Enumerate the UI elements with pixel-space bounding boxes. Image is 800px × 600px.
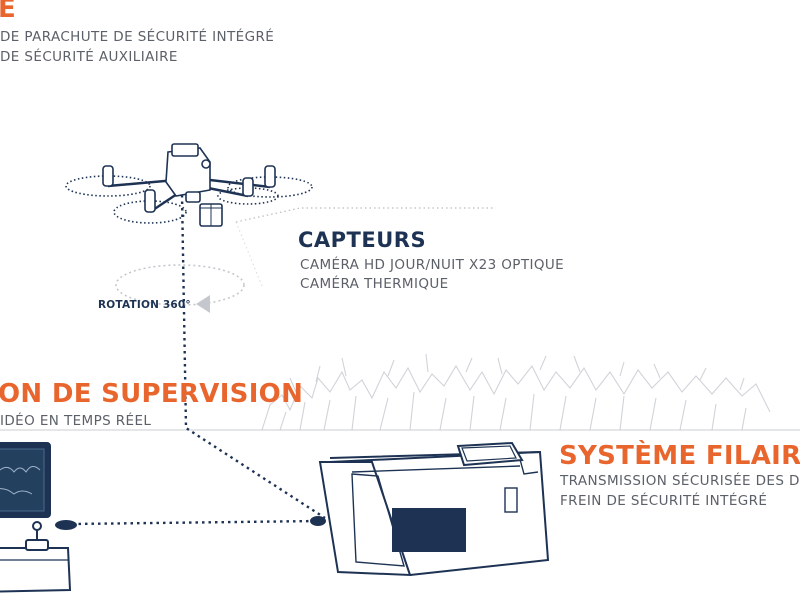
wired-line-transmission: TRANSMISSION SÉCURISÉE DES D — [560, 473, 800, 489]
connector-dot — [310, 516, 326, 526]
crowd-silhouette — [261, 353, 771, 431]
security-line-parachute: DE PARACHUTE DE SÉCURITÉ INTÉGRÉ — [0, 29, 275, 45]
supervision-line-video: IDÉO EN TEMPS RÉEL — [0, 413, 152, 429]
connector-dot — [55, 520, 77, 530]
sensors-pointer — [235, 207, 495, 223]
console-link-line — [71, 519, 319, 526]
wired-system-title: SYSTÈME FILAIRE — [559, 441, 800, 471]
sensors-title: CAPTEURS — [298, 228, 427, 252]
drone-illustration — [65, 143, 313, 227]
supervision-title: ON DE SUPERVISION — [0, 379, 304, 409]
sensors-line-thermal-camera: CAMÉRA THERMIQUE — [300, 276, 449, 292]
rotation-indicator — [115, 264, 245, 313]
tether-base-unit — [318, 441, 550, 577]
security-line-auxiliary: DE SÉCURITÉ AUXILIAIRE — [0, 49, 178, 65]
rotation-arrow-icon — [196, 295, 210, 313]
rotation-label: ROTATION 360° — [98, 299, 191, 311]
wired-line-brake: FREIN DE SÉCURITÉ INTÉGRÉ — [560, 493, 768, 509]
sensors-line-hd-camera: CAMÉRA HD JOUR/NUIT X23 OPTIQUE — [300, 257, 565, 273]
control-console — [0, 442, 72, 593]
security-section-title: E — [0, 0, 16, 24]
